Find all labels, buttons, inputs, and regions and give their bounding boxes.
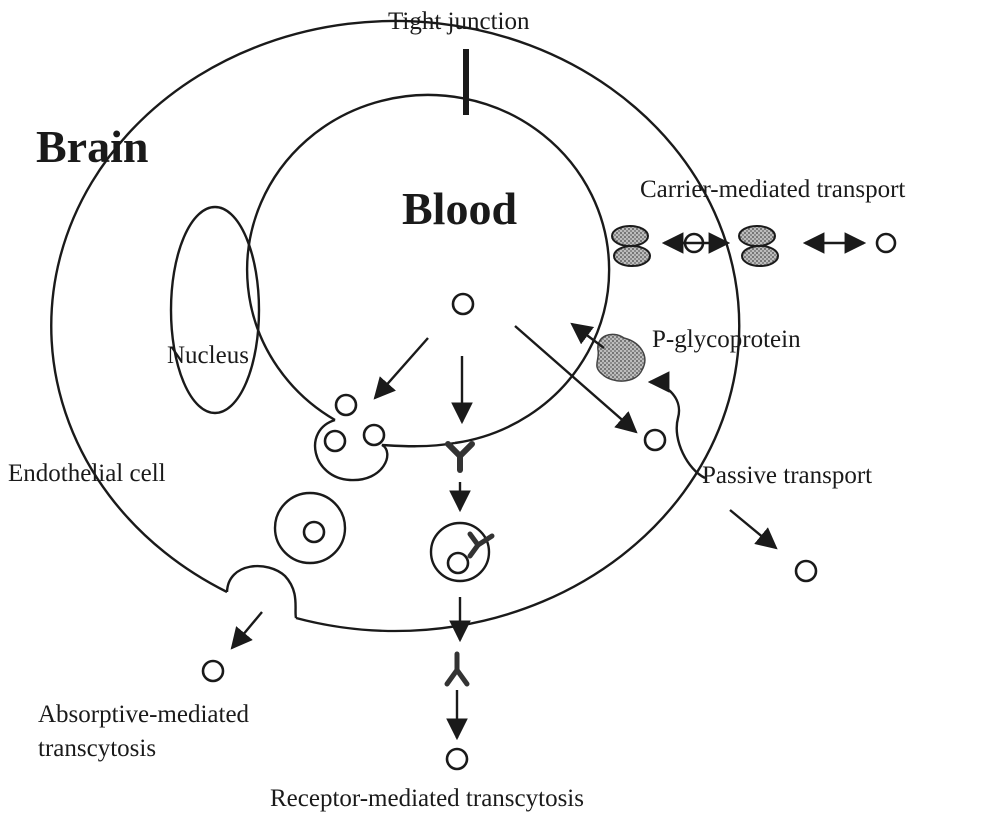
arrow-blood-to-vesicle: [375, 338, 428, 398]
passive-brain-molecule: [796, 561, 816, 581]
endothelial-cell-label: Endothelial cell: [8, 460, 166, 488]
carrier-brain-molecule: [877, 234, 895, 252]
endocytic-molecule-right: [364, 425, 384, 445]
brain-label: Brain: [36, 120, 148, 173]
passive-transport-label: Passive transport: [702, 462, 872, 490]
luminal-receptor: [448, 444, 472, 470]
abluminal-receptor: [447, 654, 467, 684]
absorptive-mediated-transcytosis-label: Absorptive-mediated transcytosis: [38, 698, 249, 766]
receptor-released-molecule: [447, 749, 467, 769]
blood-molecule: [453, 294, 473, 314]
receptor-mediated-transcytosis-label: Receptor-mediated transcytosis: [270, 785, 584, 813]
arrow-absorptive-release: [232, 612, 262, 648]
receptor-vesicle-molecule: [448, 553, 468, 573]
endocytic-molecule-top: [336, 395, 356, 415]
passive-cytoplasm-molecule: [645, 430, 665, 450]
inner-luminal-membrane: [247, 95, 609, 443]
absorptive-pit: [227, 566, 296, 618]
tight-junction-label: Tight junction: [388, 8, 529, 36]
vesicle-cargo-molecule: [304, 522, 324, 542]
carrier-protein-abluminal: [739, 226, 778, 266]
p-glycoprotein-label: P-glycoprotein: [652, 326, 801, 354]
arrow-passive-to-brain: [730, 510, 776, 548]
p-glycoprotein-shape: [597, 334, 645, 381]
blood-label: Blood: [402, 182, 517, 235]
nucleus-label: Nucleus: [167, 342, 249, 370]
carrier-mediated-transport-label: Carrier-mediated transport: [640, 176, 905, 204]
outer-cell-membrane: [51, 21, 739, 631]
carrier-protein-luminal: [612, 226, 650, 266]
nucleus: [171, 207, 259, 413]
absorptive-released-molecule: [203, 661, 223, 681]
endocytic-molecule-left: [325, 431, 345, 451]
